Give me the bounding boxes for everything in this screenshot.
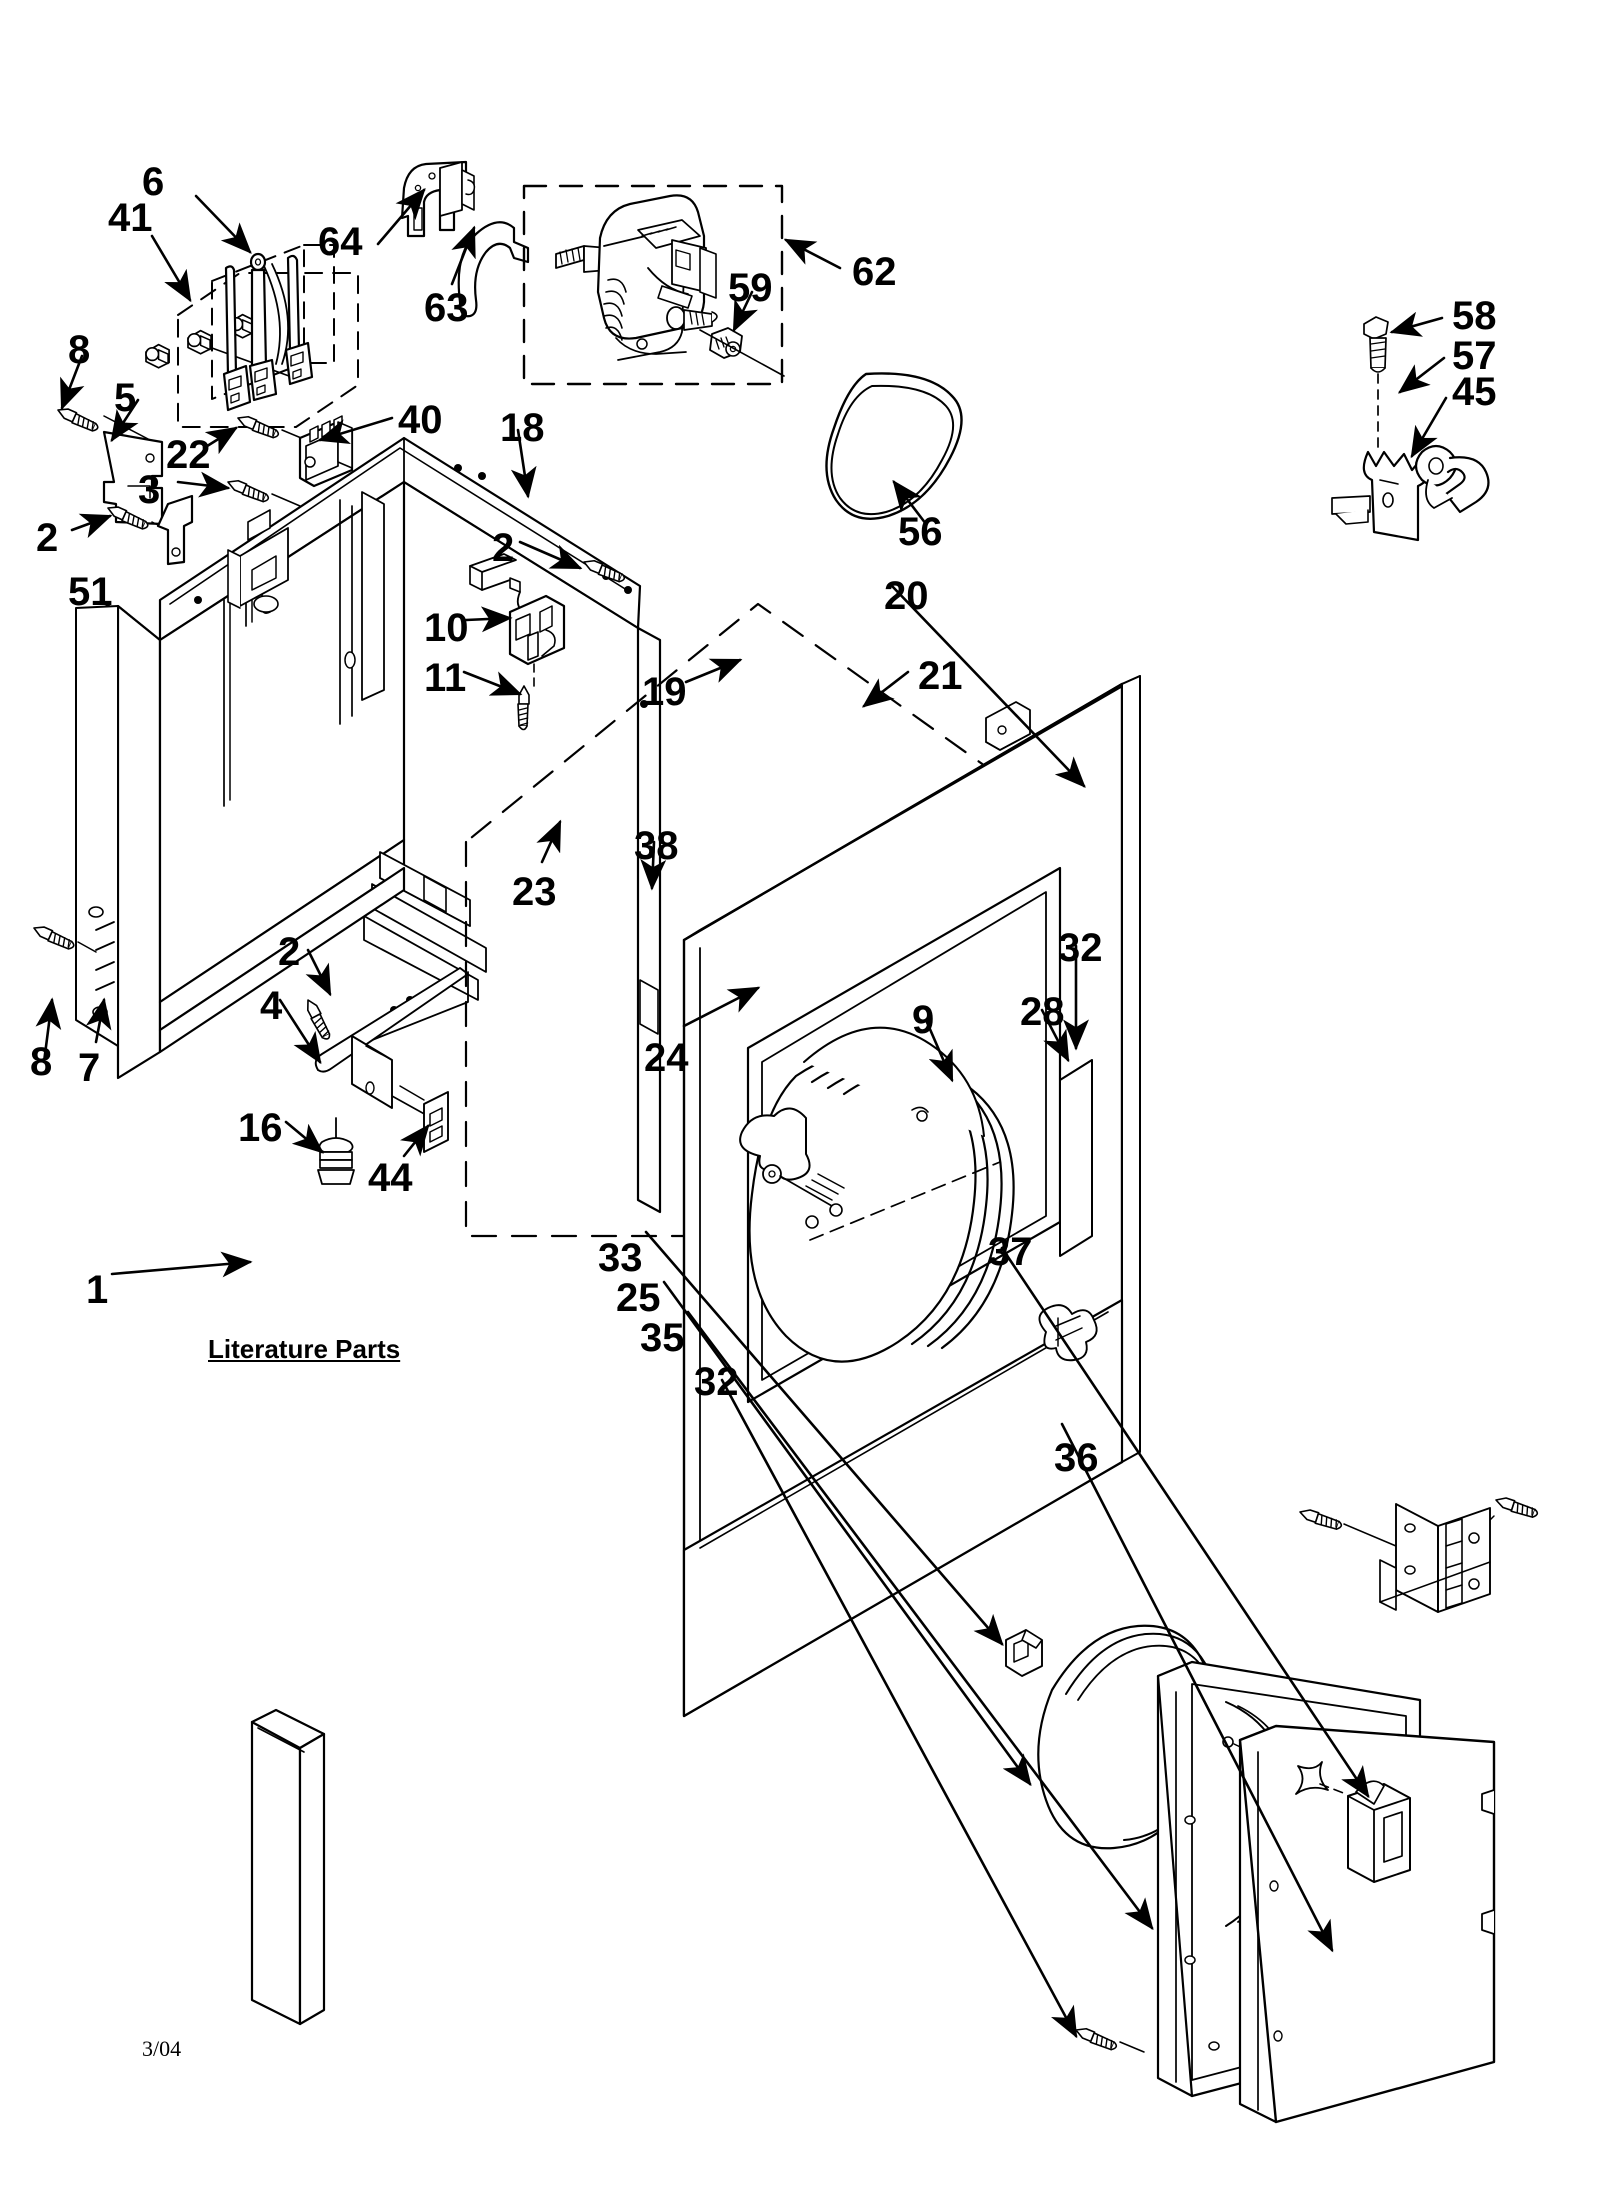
- callout-4: 4: [260, 984, 283, 1028]
- callout-18: 18: [500, 406, 545, 450]
- callout-35: 35: [640, 1316, 685, 1360]
- callout-59: 59: [728, 266, 773, 310]
- callout-21: 21: [918, 654, 963, 698]
- callout-28: 28: [1020, 990, 1065, 1034]
- callout-1: 1: [86, 1268, 109, 1312]
- callout-19: 19: [642, 670, 687, 714]
- callout-62: 62: [852, 250, 897, 294]
- callout-2-top: 2: [492, 526, 515, 570]
- callout-25: 25: [616, 1276, 661, 1320]
- callout-64: 64: [318, 220, 363, 264]
- callout-22: 22: [166, 433, 211, 477]
- callout-40: 40: [398, 398, 443, 442]
- callout-3: 3: [138, 468, 161, 512]
- callout-56: 56: [898, 510, 943, 554]
- callout-32-lower: 32: [694, 1360, 739, 1404]
- callout-51: 51: [68, 570, 113, 614]
- callout-2-left: 2: [36, 516, 59, 560]
- callout-5: 5: [114, 376, 137, 420]
- callout-38: 38: [634, 824, 679, 868]
- callout-58: 58: [1452, 294, 1497, 338]
- literature-parts-label: Literature Parts: [208, 1334, 401, 1364]
- callout-20: 20: [884, 574, 929, 618]
- callout-8-lower: 8: [30, 1040, 53, 1084]
- callout-7: 7: [78, 1046, 101, 1090]
- callout-9: 9: [912, 998, 935, 1042]
- callout-57: 57: [1452, 334, 1497, 378]
- callout-45: 45: [1452, 370, 1497, 414]
- callout-33: 33: [598, 1236, 643, 1280]
- callout-6: 6: [142, 160, 165, 204]
- callout-23: 23: [512, 870, 557, 914]
- callout-2-base: 2: [278, 930, 301, 974]
- callout-32-upper: 32: [1058, 926, 1103, 970]
- callout-24: 24: [644, 1036, 689, 1080]
- callout-10: 10: [424, 606, 469, 650]
- callout-16: 16: [238, 1106, 283, 1150]
- callout-36: 36: [1054, 1436, 1099, 1480]
- callout-63: 63: [424, 286, 469, 330]
- callout-8-upper: 8: [68, 328, 91, 372]
- callout-44: 44: [368, 1156, 413, 1200]
- revision-date-stamp: 3/04: [142, 2036, 182, 2061]
- callout-37: 37: [988, 1230, 1033, 1274]
- callout-41: 41: [108, 196, 153, 240]
- callout-11: 11: [424, 656, 467, 700]
